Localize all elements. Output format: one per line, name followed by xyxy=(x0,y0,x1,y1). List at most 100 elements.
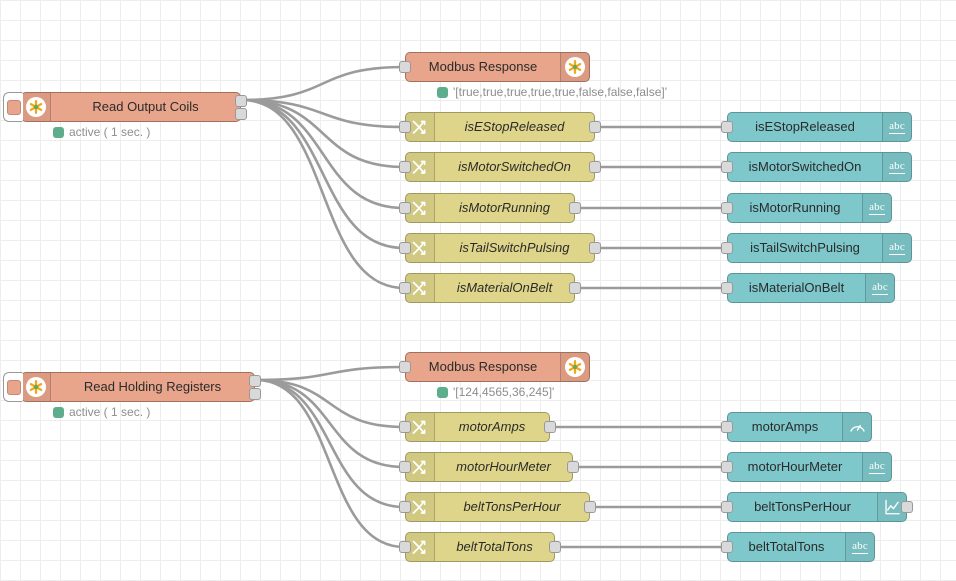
input-port[interactable] xyxy=(721,501,733,513)
output-port-2[interactable] xyxy=(249,388,261,400)
wire[interactable] xyxy=(256,380,404,427)
modbus-response-node[interactable]: Modbus Response xyxy=(405,52,590,82)
text-abc-icon: abc xyxy=(889,160,905,174)
change-node-isMaterialOnBelt[interactable]: isMaterialOnBelt xyxy=(405,273,575,303)
input-port[interactable] xyxy=(399,242,411,254)
node-icon: abc xyxy=(845,533,874,561)
change-node-icon xyxy=(410,198,430,218)
node-label: Modbus Response xyxy=(406,353,560,381)
wire[interactable] xyxy=(256,380,404,467)
ui-node-beltTotalTons[interactable]: beltTotalTonsabc xyxy=(727,532,875,562)
status-dot xyxy=(53,407,64,418)
chart-icon xyxy=(883,498,902,517)
wire[interactable] xyxy=(242,100,404,167)
ui-node-isMotorSwitchedOn[interactable]: isMotorSwitchedOnabc xyxy=(727,152,912,182)
modbus-read-node-output-coils[interactable]: Read Output Coils xyxy=(21,92,241,122)
input-port[interactable] xyxy=(399,541,411,553)
output-port[interactable] xyxy=(567,461,579,473)
status-text: active ( 1 sec. ) xyxy=(69,125,150,139)
wire[interactable] xyxy=(256,367,404,380)
change-node-icon xyxy=(410,497,430,517)
change-node-beltTonsPerHour[interactable]: beltTonsPerHour xyxy=(405,492,590,522)
node-label: beltTonsPerHour xyxy=(435,493,589,521)
change-node-motorAmps[interactable]: motorAmps xyxy=(405,412,550,442)
change-node-isTailSwitchPulsing[interactable]: isTailSwitchPulsing xyxy=(405,233,595,263)
input-port[interactable] xyxy=(399,161,411,173)
modbus-read-node-holding-registers[interactable]: Read Holding Registers xyxy=(21,372,255,402)
change-node-motorHourMeter[interactable]: motorHourMeter xyxy=(405,452,573,482)
output-port[interactable] xyxy=(589,121,601,133)
input-port[interactable] xyxy=(399,421,411,433)
node-label: Read Holding Registers xyxy=(51,373,254,401)
input-port[interactable] xyxy=(721,461,733,473)
node-label: motorAmps xyxy=(728,413,842,441)
input-port[interactable] xyxy=(399,121,411,133)
input-port[interactable] xyxy=(721,121,733,133)
input-port[interactable] xyxy=(399,461,411,473)
node-icon xyxy=(22,93,51,121)
text-abc-icon: abc xyxy=(869,201,885,215)
input-port[interactable] xyxy=(721,421,733,433)
output-port-2[interactable] xyxy=(235,108,247,120)
wire[interactable] xyxy=(242,67,404,100)
output-port[interactable] xyxy=(549,541,561,553)
input-port[interactable] xyxy=(721,202,733,214)
output-port[interactable] xyxy=(584,501,596,513)
input-port[interactable] xyxy=(721,541,733,553)
status-text: '[true,true,true,true,true,false,false,f… xyxy=(453,85,667,99)
node-icon: abc xyxy=(882,234,911,262)
wire[interactable] xyxy=(242,100,404,127)
node-label: isTailSwitchPulsing xyxy=(728,234,882,262)
node-icon xyxy=(842,413,871,441)
ui-node-isTailSwitchPulsing[interactable]: isTailSwitchPulsing abc xyxy=(727,233,912,263)
output-port[interactable] xyxy=(901,501,913,513)
change-node-isEStopReleased[interactable]: isEStopReleased xyxy=(405,112,595,142)
output-port[interactable] xyxy=(544,421,556,433)
input-port[interactable] xyxy=(721,161,733,173)
wire[interactable] xyxy=(242,100,404,288)
node-icon: abc xyxy=(882,153,911,181)
ui-node-motorAmps[interactable]: motorAmps xyxy=(727,412,872,442)
text-abc-icon: abc xyxy=(889,241,905,255)
input-port[interactable] xyxy=(399,282,411,294)
inject-trigger-button[interactable] xyxy=(3,92,23,122)
input-port[interactable] xyxy=(399,361,411,373)
ui-node-isMaterialOnBelt[interactable]: isMaterialOnBeltabc xyxy=(727,273,895,303)
output-port[interactable] xyxy=(589,161,601,173)
input-port[interactable] xyxy=(721,282,733,294)
input-port[interactable] xyxy=(399,501,411,513)
input-port[interactable] xyxy=(399,202,411,214)
node-label: beltTotalTons xyxy=(728,533,845,561)
output-port-1[interactable] xyxy=(235,95,247,107)
node-label: isMotorRunning xyxy=(435,194,574,222)
inject-button-face xyxy=(7,100,21,115)
change-node-beltTotalTons[interactable]: beltTotalTons xyxy=(405,532,555,562)
modbus-flower-icon xyxy=(26,97,46,117)
wire[interactable] xyxy=(256,380,404,507)
modbus-response-node[interactable]: Modbus Response xyxy=(405,352,590,382)
ui-node-isEStopReleased[interactable]: isEStopReleasedabc xyxy=(727,112,912,142)
input-port[interactable] xyxy=(721,242,733,254)
change-node-isMotorRunning[interactable]: isMotorRunning xyxy=(405,193,575,223)
node-icon xyxy=(560,53,589,81)
output-port[interactable] xyxy=(589,242,601,254)
node-label: isEStopReleased xyxy=(728,113,882,141)
ui-node-motorHourMeter[interactable]: motorHourMeterabc xyxy=(727,452,892,482)
text-abc-icon: abc xyxy=(872,281,888,295)
node-icon: abc xyxy=(862,194,891,222)
output-port[interactable] xyxy=(569,202,581,214)
ui-node-isMotorRunning[interactable]: isMotorRunningabc xyxy=(727,193,892,223)
node-label: beltTotalTons xyxy=(435,533,554,561)
node-label: motorAmps xyxy=(435,413,549,441)
input-port[interactable] xyxy=(399,61,411,73)
wire[interactable] xyxy=(242,100,404,208)
node-status: '[124,4565,36,245]' xyxy=(437,385,554,399)
output-port-1[interactable] xyxy=(249,375,261,387)
wire[interactable] xyxy=(242,100,404,248)
output-port[interactable] xyxy=(569,282,581,294)
change-node-isMotorSwitchedOn[interactable]: isMotorSwitchedOn xyxy=(405,152,595,182)
inject-trigger-button[interactable] xyxy=(3,372,23,402)
ui-node-beltTonsPerHour[interactable]: beltTonsPerHour xyxy=(727,492,907,522)
wire[interactable] xyxy=(256,380,404,547)
